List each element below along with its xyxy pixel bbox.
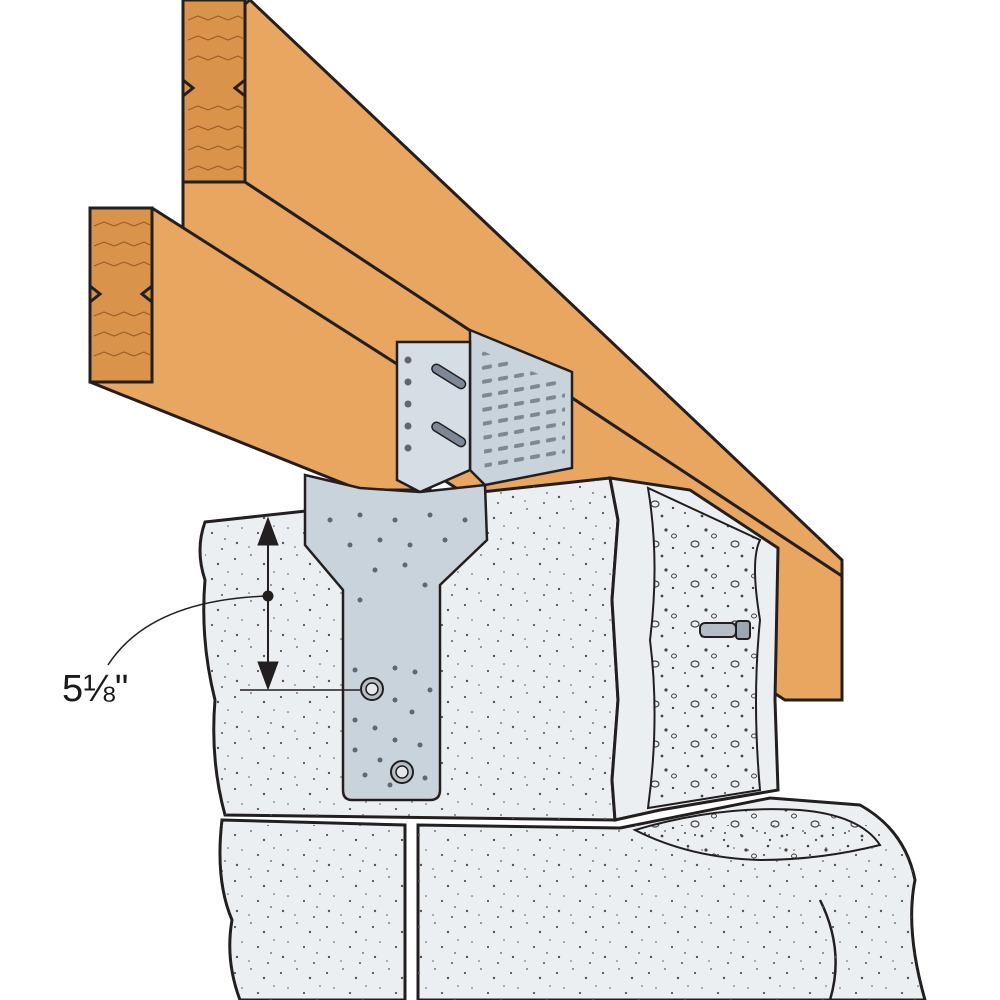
connector-flange-holes: [404, 356, 412, 452]
lower-joist-break: [89, 284, 153, 304]
dimension-label: 5⅛": [62, 668, 129, 710]
dimension-arrow-bottom: [257, 661, 279, 691]
leader-line: [107, 595, 269, 666]
connector-strap-holes: [327, 512, 468, 603]
lower-joist-grain: [93, 221, 151, 357]
anchor-bolt-icon: [360, 677, 414, 784]
connector-anchor-holes: [352, 665, 433, 788]
connector-slots: [431, 363, 467, 448]
screw-anchor-icon: [699, 620, 751, 640]
dimension-arrow-top: [257, 516, 279, 546]
lower-joist-end: [88, 206, 154, 384]
grout-core: [646, 486, 762, 810]
upper-joist-break: [182, 78, 246, 98]
upper-joist-grain: [187, 15, 245, 171]
upper-joist-end: [181, 0, 247, 184]
connector-strap-body: [303, 473, 489, 802]
masonry-connector-strap: [303, 328, 574, 802]
dimension-callout: [107, 516, 360, 691]
